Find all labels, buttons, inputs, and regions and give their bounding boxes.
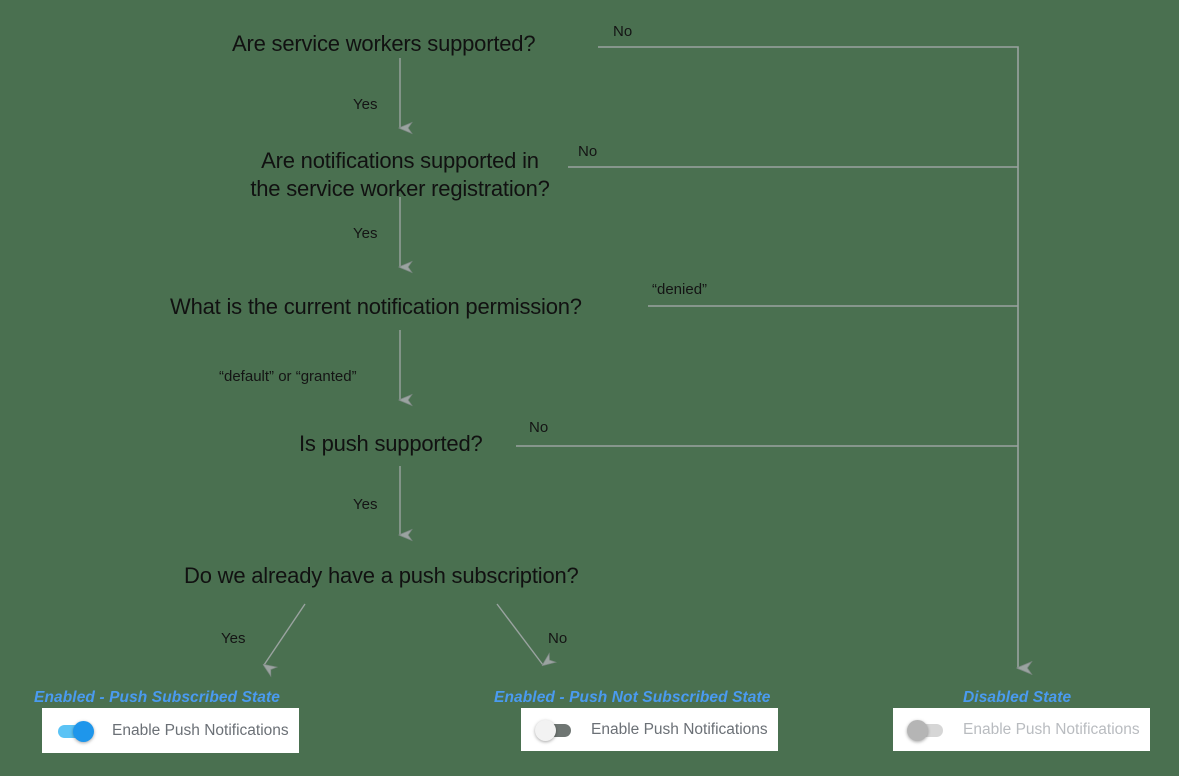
edge-label-no-3: No <box>529 419 549 436</box>
state-label-enabled-push-not-subscribed: Enabled - Push Not Subscribed State <box>494 689 771 706</box>
node-push-supported: Is push supported? <box>299 431 483 456</box>
toggle-label-disabled: Enable Push Notifications <box>963 720 1140 738</box>
toggle-push-subscribed[interactable] <box>56 720 94 742</box>
state-label-enabled-push-subscribed: Enabled - Push Subscribed State <box>34 689 280 706</box>
node-notifications-line1: Are notifications supported in <box>261 148 539 173</box>
edge-final-no <box>496 603 543 665</box>
edge-label-yes-3: Yes <box>353 496 378 513</box>
toggle-disabled <box>907 719 945 741</box>
card-disabled: Enable Push Notifications <box>893 708 1150 751</box>
node-service-workers: Are service workers supported? <box>232 31 536 56</box>
edge-label-denied: “denied” <box>652 281 708 298</box>
node-notifications-in-service-worker: Are notifications supported in the servi… <box>232 147 568 202</box>
edge-label-no-1: No <box>613 23 633 40</box>
state-label-disabled: Disabled State <box>963 689 1072 706</box>
edge-label-yes-final: Yes <box>221 630 246 647</box>
toggle-knob-icon <box>907 719 928 741</box>
toggle-knob-icon <box>535 719 556 741</box>
toggle-push-not-subscribed[interactable] <box>535 719 573 741</box>
toggle-label-push-subscribed: Enable Push Notifications <box>112 721 289 739</box>
card-enabled-push-not-subscribed[interactable]: Enable Push Notifications <box>521 708 778 751</box>
node-existing-subscription: Do we already have a push subscription? <box>184 563 579 588</box>
edge-label-yes-2: Yes <box>353 225 378 242</box>
toggle-label-push-not-subscribed: Enable Push Notifications <box>591 720 768 738</box>
edge-label-no-final: No <box>548 630 568 647</box>
edge-final-yes <box>264 603 306 665</box>
edge-label-no-2: No <box>578 143 598 160</box>
edge-label-yes-1: Yes <box>353 96 378 113</box>
edge-label-default-or-granted: “default” or “granted” <box>219 368 357 385</box>
toggle-knob-icon <box>73 720 94 742</box>
card-enabled-push-subscribed[interactable]: Enable Push Notifications <box>42 708 299 753</box>
node-notification-permission: What is the current notification permiss… <box>170 294 582 319</box>
node-notifications-line2: the service worker registration? <box>250 175 550 201</box>
edge-no-to-disabled <box>598 46 1018 668</box>
